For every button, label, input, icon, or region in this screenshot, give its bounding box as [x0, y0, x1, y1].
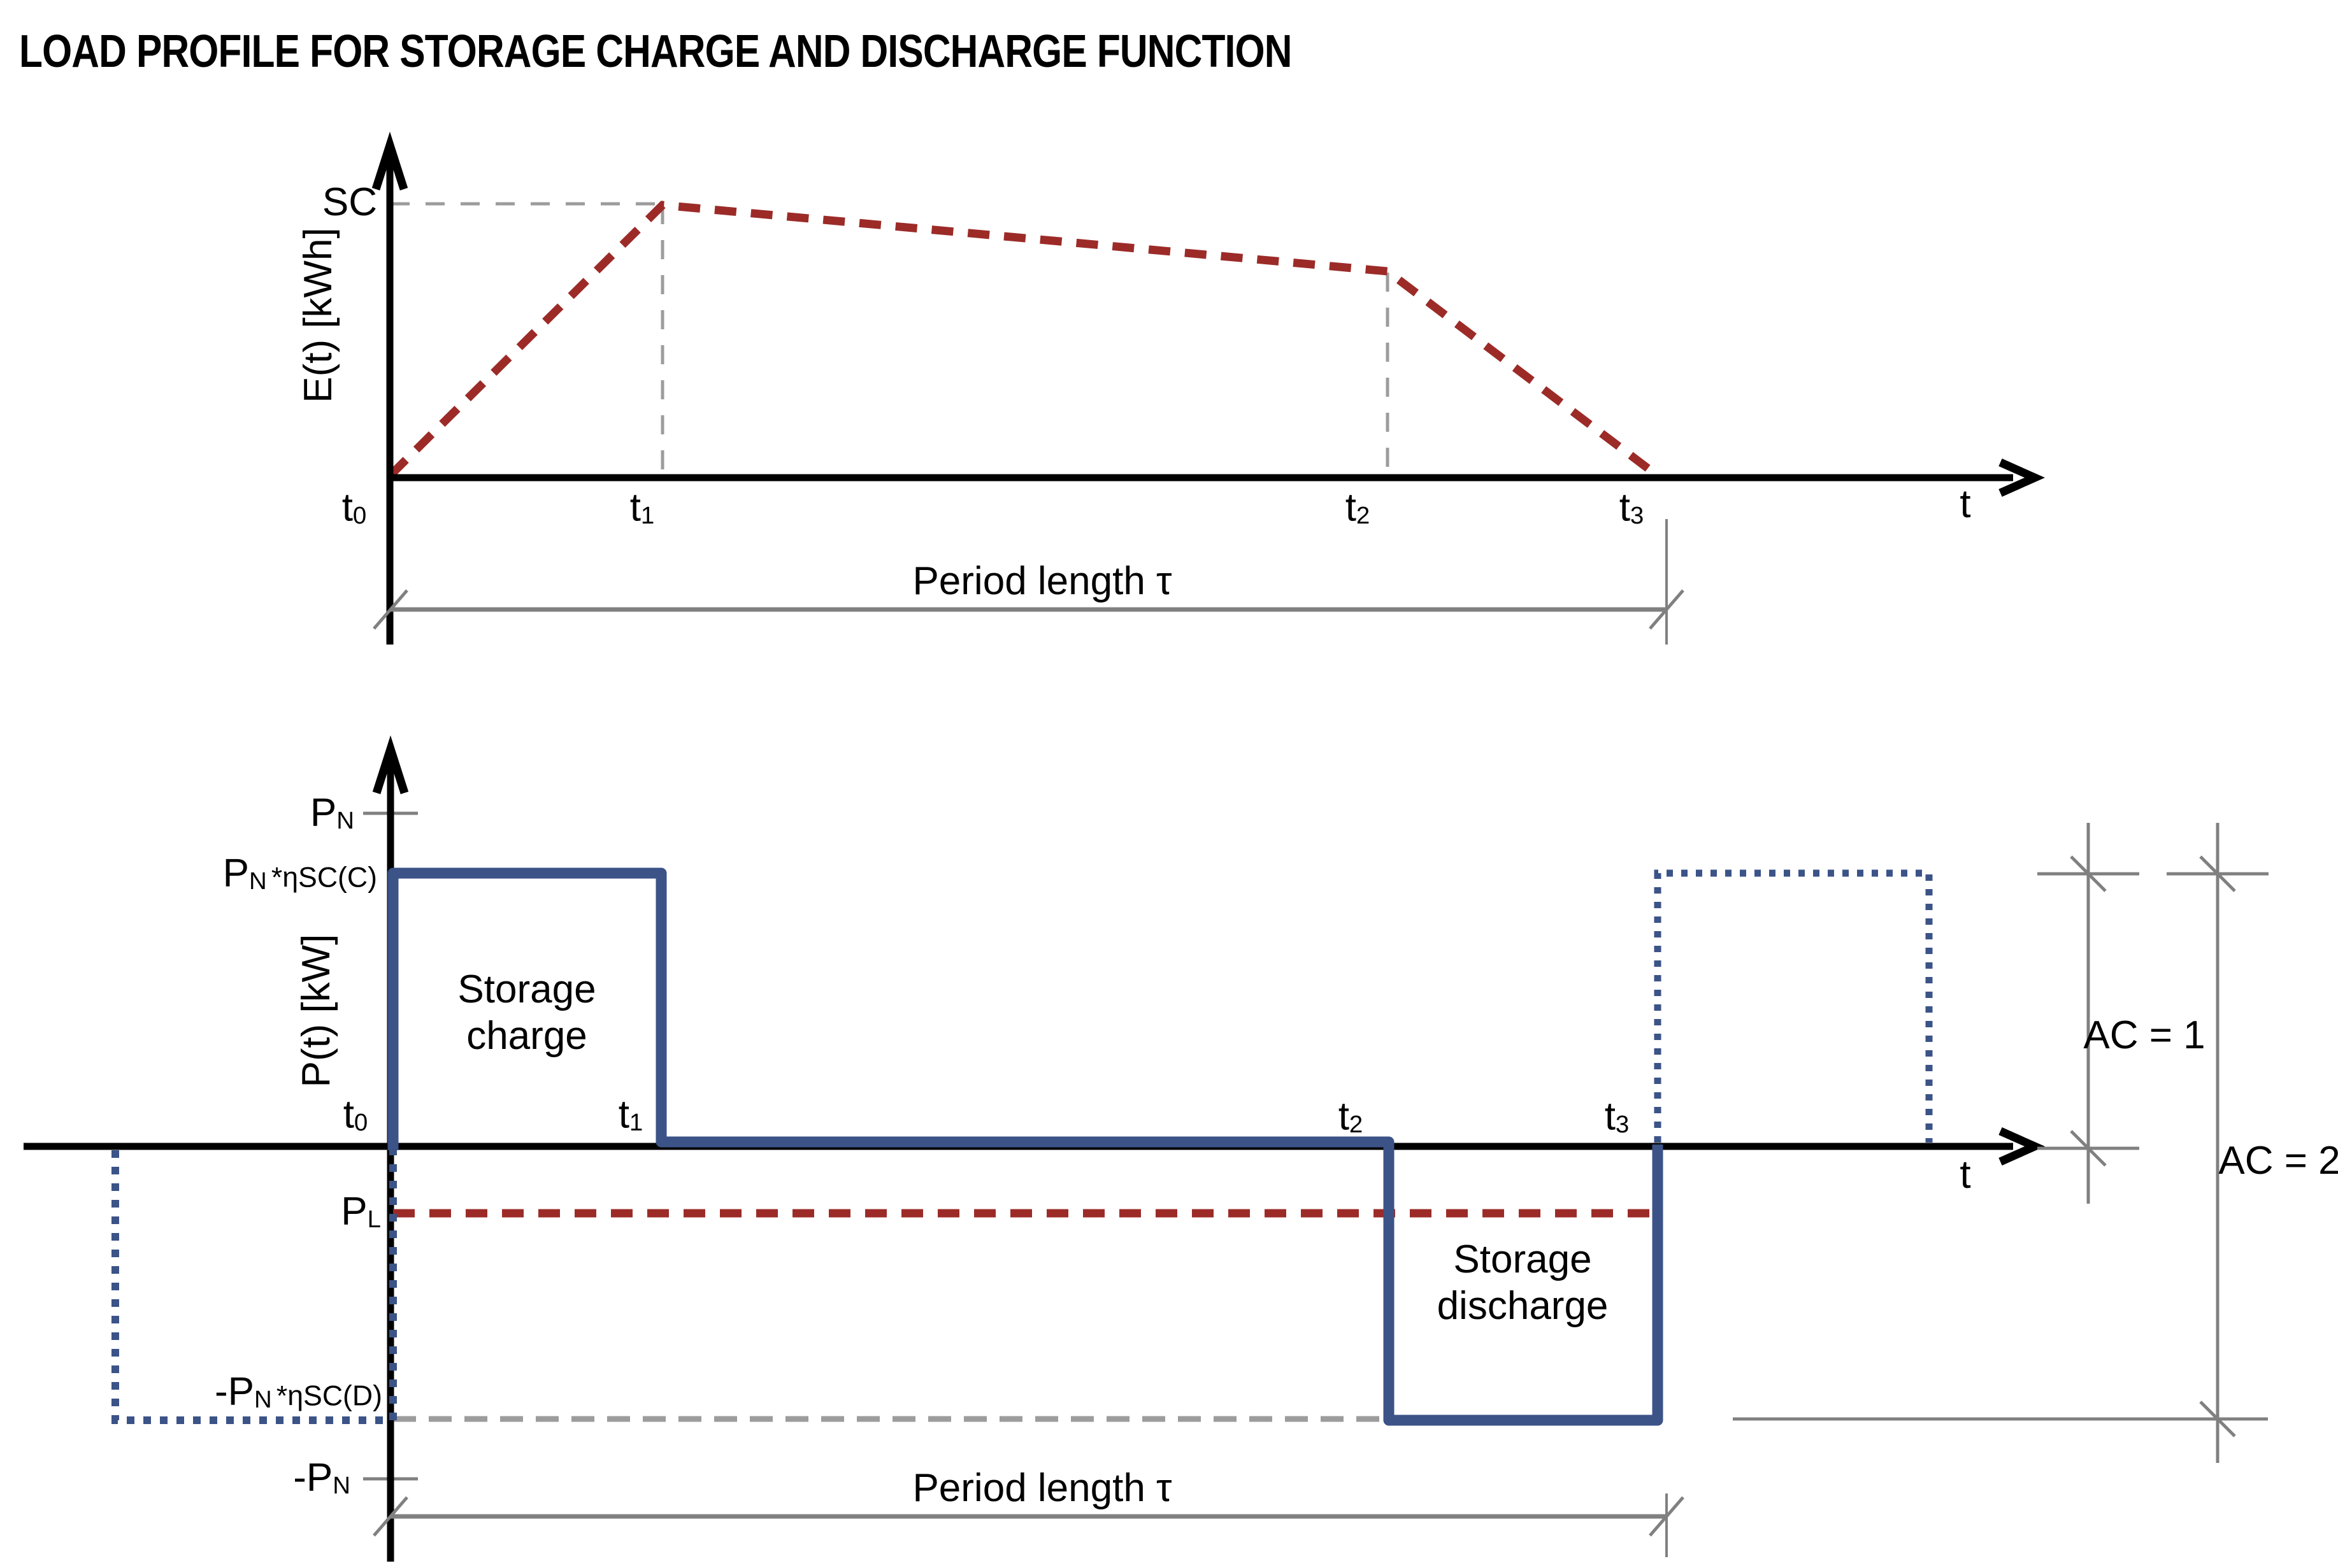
- pn-eta-c-sub: N: [248, 867, 267, 895]
- ac1-tick-bottom: [2070, 1130, 2107, 1167]
- bottom-dimension-tick-left: [373, 1496, 408, 1537]
- bottom-y-axis-text: P(t) [kW]: [294, 934, 338, 1088]
- bottom-x-axis-text: t: [1960, 1153, 1971, 1197]
- top-dimension-tick-left: [373, 589, 408, 630]
- pn-eta-c-suffix: *ηSC(C): [271, 862, 377, 894]
- sc-level-label: SC: [322, 183, 377, 222]
- t3-base: t: [1619, 485, 1630, 530]
- storage-charge-text: Storage charge: [457, 967, 596, 1058]
- top-dimension-tick-right: [1649, 589, 1684, 630]
- ac1-text: AC = 1: [2083, 1013, 2205, 1057]
- neg-pn-eta-d-sub: N: [254, 1386, 272, 1414]
- top-y-axis-text: E(t) [kWh]: [296, 227, 340, 403]
- top-period-length-label: Period length τ: [912, 562, 1172, 601]
- ac2-tick-bottom: [2199, 1401, 2236, 1437]
- sc-level-text: SC: [322, 180, 377, 224]
- neg-pn-eta-discharge-level-label: -PN*ηSC(D): [215, 1372, 382, 1412]
- bottom-y-axis-label: P(t) [kW]: [294, 934, 338, 1088]
- t0-sub: 0: [352, 502, 367, 530]
- b-t0-base: t: [343, 1092, 354, 1137]
- next-period-charge-dotted: [1654, 869, 1933, 1143]
- page-title: LOAD PROFILE FOR STORAGE CHARGE AND DISC…: [19, 26, 1292, 77]
- t3-sub: 3: [1630, 502, 1644, 530]
- ac1-annotation-label: AC = 1: [2083, 1016, 2205, 1055]
- b-t3-sub: 3: [1615, 1111, 1630, 1139]
- ac2-tick-top: [2199, 855, 2236, 892]
- pn-eta-charge-level-label: PN*ηSC(C): [223, 853, 377, 894]
- b-t2-base: t: [1338, 1094, 1349, 1139]
- energy-curve-dashed-line: [387, 201, 1660, 480]
- t2-sub: 2: [1356, 502, 1370, 530]
- bottom-tick-t3: t3: [1605, 1097, 1630, 1137]
- neg-pn-eta-d-suffix: *ηSC(D): [276, 1380, 382, 1412]
- bottom-tick-t0: t0: [343, 1095, 368, 1135]
- neg-pn-sub: N: [333, 1472, 350, 1500]
- previous-period-discharge-dotted: [111, 1150, 397, 1424]
- neg-pn-level-label: -PN: [293, 1458, 350, 1498]
- bottom-period-length-text: Period length τ: [912, 1466, 1172, 1510]
- storage-charge-region-label: Storage charge: [419, 966, 635, 1059]
- neg-pn-eta-d-base: -P: [214, 1369, 254, 1414]
- b-t1-base: t: [618, 1092, 629, 1137]
- pn-level-label: PN: [310, 793, 354, 833]
- pn-eta-c-base: P: [222, 851, 249, 895]
- bottom-dimension-tick-right: [1649, 1496, 1684, 1537]
- b-t1-sub: 1: [629, 1109, 643, 1137]
- top-tick-t2: t2: [1345, 488, 1370, 528]
- top-y-axis-arrow-icon: [371, 131, 408, 190]
- pl-sub: L: [367, 1206, 381, 1234]
- bottom-period-length-label: Period length τ: [912, 1469, 1172, 1508]
- t1-base: t: [629, 485, 641, 530]
- ac2-annotation-label: AC = 2: [2218, 1141, 2338, 1181]
- top-x-axis-text: t: [1960, 482, 1971, 526]
- top-tick-t3: t3: [1619, 488, 1644, 528]
- neg-pn-base: -P: [293, 1455, 333, 1500]
- storage-discharge-region-label: Storage discharge: [1414, 1236, 1631, 1329]
- top-y-axis-label: E(t) [kWh]: [296, 227, 340, 403]
- t2-base: t: [1345, 485, 1356, 530]
- bottom-x-axis-arrow-icon: [1998, 1127, 2046, 1165]
- storage-discharge-text: Storage discharge: [1437, 1237, 1609, 1328]
- power-step-line: [387, 867, 1663, 1426]
- top-tick-t1: t1: [630, 488, 655, 528]
- top-x-axis-arrow-icon: [1998, 459, 2046, 497]
- pl-level-label: PL: [341, 1192, 381, 1232]
- ac1-tick-top: [2070, 855, 2107, 892]
- bottom-tick-t1: t1: [619, 1095, 643, 1135]
- bottom-y-axis-arrow-icon: [372, 735, 409, 794]
- top-x-axis-label: t: [1960, 485, 1970, 524]
- pl-base: P: [341, 1189, 368, 1234]
- top-tick-t0: t0: [342, 488, 367, 528]
- t1-sub: 1: [640, 502, 655, 530]
- b-t0-sub: 0: [354, 1109, 368, 1137]
- top-period-length-text: Period length τ: [912, 559, 1172, 603]
- bottom-x-axis-label: t: [1960, 1155, 1970, 1195]
- pn-base: P: [310, 790, 337, 835]
- t0-base: t: [341, 485, 353, 530]
- b-t2-sub: 2: [1349, 1111, 1363, 1139]
- bottom-tick-t2: t2: [1338, 1097, 1363, 1137]
- b-t3-base: t: [1604, 1094, 1616, 1139]
- pn-sub: N: [336, 807, 354, 835]
- ac2-text: AC = 2: [2218, 1139, 2338, 1183]
